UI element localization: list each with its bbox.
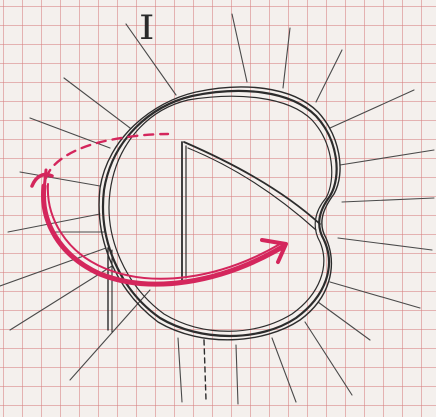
ray-line (316, 50, 342, 102)
ray-line (64, 78, 130, 128)
ray-line (236, 345, 238, 404)
ray-line (232, 14, 247, 82)
arrow-tail-hook (44, 170, 46, 190)
ray-line (338, 238, 432, 250)
ray-line (318, 302, 370, 340)
ray-line (330, 90, 414, 128)
ray-line (342, 198, 434, 202)
outline-stroke (103, 91, 337, 336)
ray-line (330, 282, 420, 308)
arrow-tail-hook (32, 174, 52, 186)
dashed-line (204, 340, 206, 400)
inner-diagonal-line (184, 142, 320, 224)
arrow-dashed-segment (46, 134, 168, 178)
ray-line (340, 150, 434, 165)
radiating-lines (0, 14, 434, 404)
inner-diagonal-line (188, 148, 316, 230)
main-outline (99, 87, 340, 340)
outline-stroke (109, 96, 332, 331)
ray-line (178, 338, 182, 402)
ray-line (305, 322, 352, 395)
ray-line (272, 338, 296, 402)
outline-stroke (99, 87, 340, 340)
rotation-arrow (32, 134, 286, 284)
ray-line (126, 24, 176, 95)
ray-line (283, 28, 290, 88)
ray-line (10, 266, 112, 330)
arrow-curve (43, 186, 284, 284)
